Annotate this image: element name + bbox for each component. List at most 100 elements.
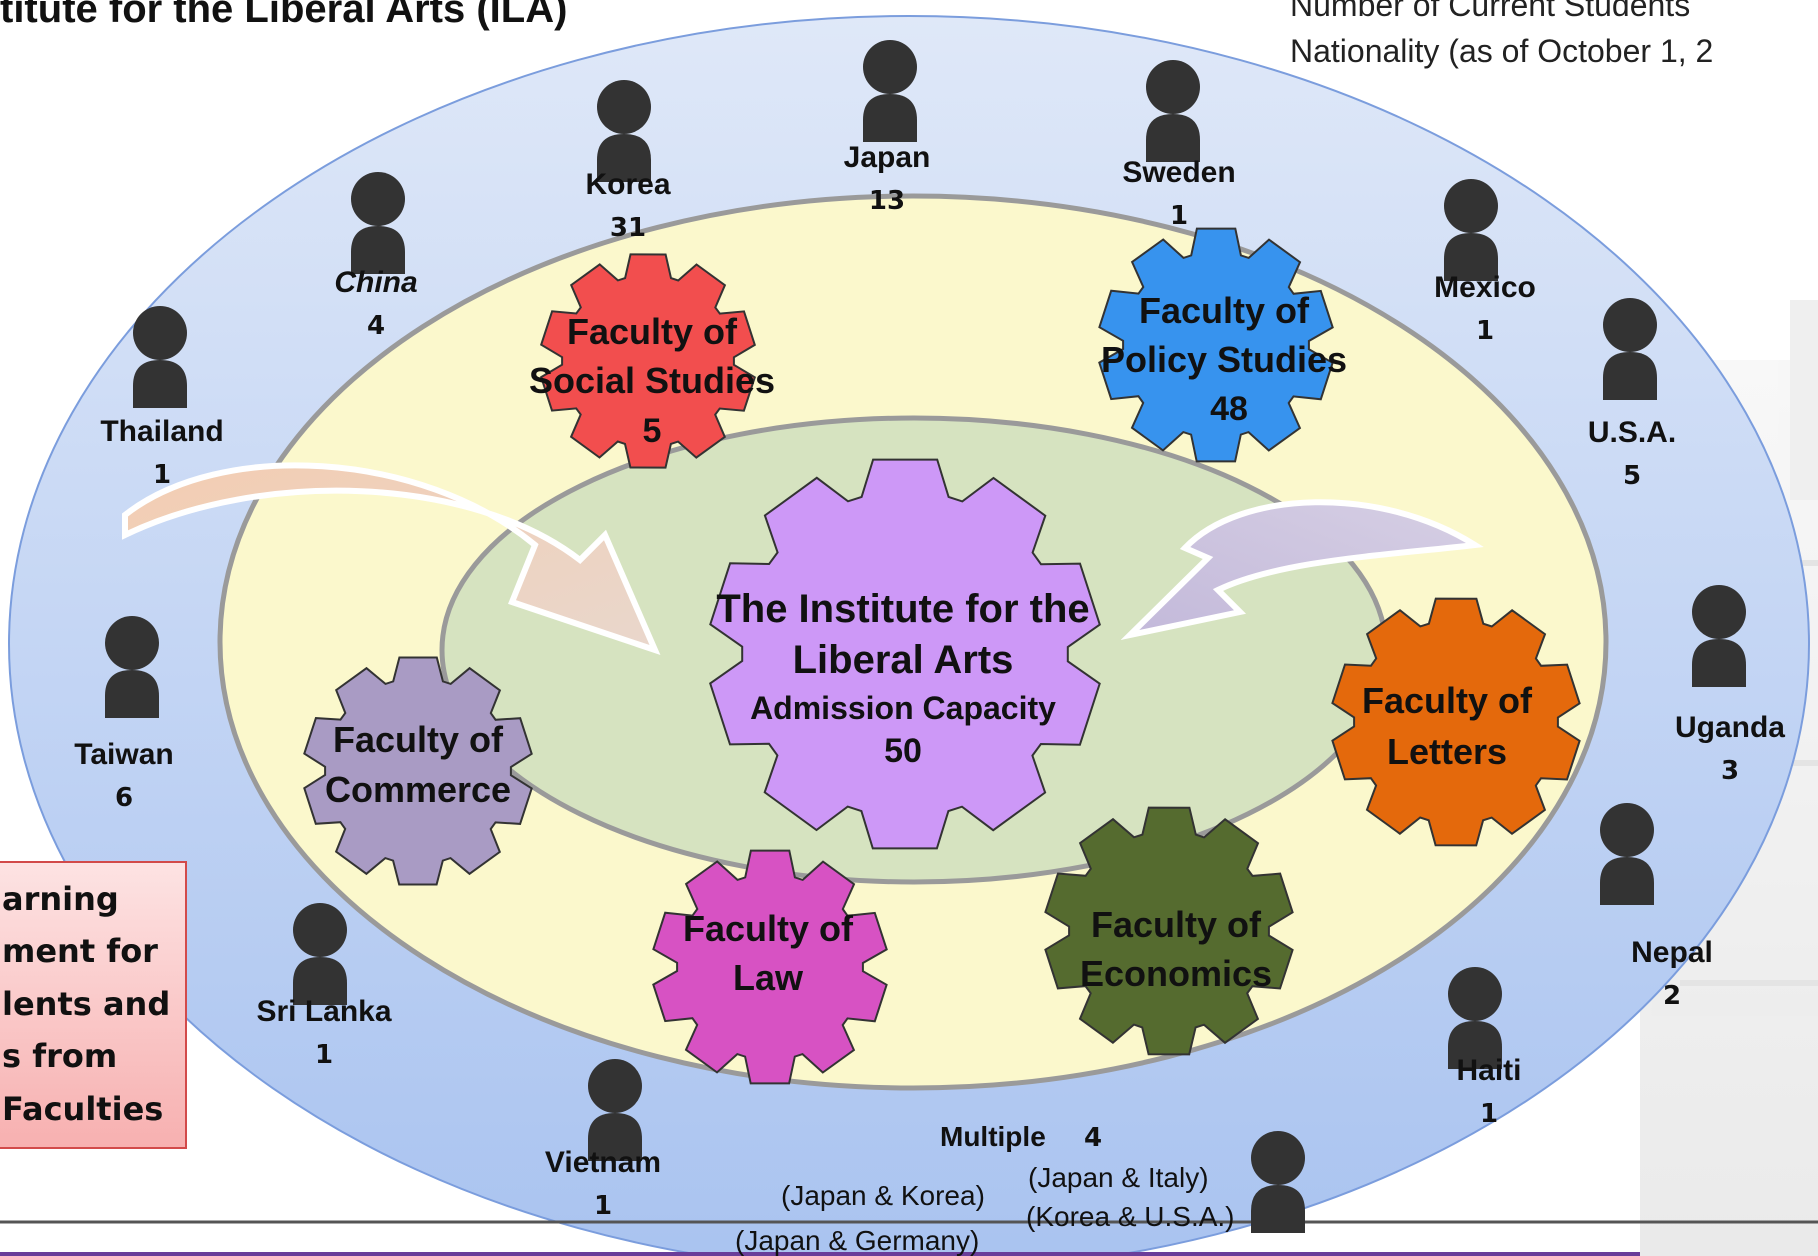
faculty-label-line1: Faculty of [1362, 680, 1533, 721]
arrow-right [1120, 499, 1484, 641]
country-name: Sweden [1122, 156, 1235, 189]
faculty-label-line1: Faculty of [567, 311, 738, 352]
faculty-label-line1: Faculty of [333, 719, 504, 760]
callout-line: arning [2, 880, 119, 918]
gear-policy-studies [1098, 227, 1334, 463]
faculty-label-line2: Economics [1080, 953, 1272, 994]
country-taiwan: Taiwan 6 [74, 738, 173, 813]
faculty-law-label: Faculty of Law [683, 908, 854, 998]
center-title-line1: The Institute for the [716, 587, 1089, 631]
country-count: 13 [869, 186, 905, 216]
country-sweden: Sweden 1 [1122, 156, 1235, 231]
country-thailand: Thailand 1 [100, 415, 223, 490]
country-count: 1 [1170, 201, 1188, 231]
country-sri-lanka: Sri Lanka 1 [256, 995, 391, 1070]
callout-line: lents and [2, 985, 170, 1023]
country-vietnam: Vietnam 1 [545, 1146, 661, 1221]
country-name: Sri Lanka [256, 995, 391, 1028]
country-count: 6 [115, 783, 133, 813]
person-icon [105, 616, 159, 718]
faculty-label-line2: Policy Studies [1101, 339, 1347, 380]
gear-economics [1044, 806, 1294, 1056]
faculty-commerce-label: Faculty of Commerce [325, 719, 511, 810]
faculty-label-line2: Commerce [325, 769, 511, 810]
gear-law [652, 849, 888, 1085]
person-icon [1448, 967, 1502, 1069]
country-name: Nepal [1631, 936, 1713, 969]
country-count: 1 [1480, 1099, 1498, 1129]
faculty-count: 5 [643, 412, 662, 450]
faculty-label-line2: Letters [1387, 731, 1507, 772]
country-count: 1 [153, 460, 171, 490]
country-count: 5 [1623, 461, 1641, 491]
country-name: Haiti [1456, 1054, 1521, 1087]
person-icon [1600, 803, 1654, 905]
admission-capacity-label: Admission Capacity [750, 690, 1056, 726]
person-icon [1692, 585, 1746, 687]
faculty-label-line1: Faculty of [683, 908, 854, 949]
multiple-nationality: Multiple 4 (Japan & Korea) (Japan & Ital… [735, 1121, 1235, 1256]
multiple-count: 4 [1084, 1123, 1102, 1153]
faculty-label-line1: Faculty of [1091, 904, 1262, 945]
subtitle-line1: Number of Current Students [1290, 0, 1690, 23]
person-icon [351, 172, 405, 274]
person-icon [1251, 1131, 1305, 1233]
callout-line: s from [2, 1037, 117, 1075]
country-name: Taiwan [74, 738, 173, 771]
faculty-policy-studies-label: Faculty of Policy Studies 48 [1101, 290, 1347, 428]
page-title: titute for the Liberal Arts (ILA) [0, 0, 567, 31]
multiple-pair: (Japan & Italy) [1028, 1162, 1209, 1193]
country-name: Japan [844, 141, 931, 174]
country-nepal: Nepal 2 [1631, 936, 1713, 1011]
center-label: The Institute for the Liberal Arts Admis… [716, 587, 1089, 770]
country-name: Vietnam [545, 1146, 661, 1179]
country-count: 2 [1663, 981, 1681, 1011]
person-icon [1146, 60, 1200, 162]
multiple-pair: (Japan & Korea) [781, 1180, 985, 1211]
gear-social-studies [540, 253, 756, 469]
person-icon [597, 80, 651, 182]
country-name: Thailand [100, 415, 223, 448]
country-korea: Korea 31 [585, 168, 670, 243]
country-count: 1 [1476, 316, 1494, 346]
faculty-social-studies-label: Faculty of Social Studies 5 [529, 311, 775, 450]
callout-line: Faculties [2, 1090, 163, 1128]
faculty-label-line1: Faculty of [1139, 290, 1310, 331]
country-count: 4 [367, 311, 385, 341]
center-title-line2: Liberal Arts [793, 638, 1014, 682]
callout-box: arning ment for lents and s from Faculti… [0, 861, 187, 1149]
country-japan: Japan 13 [844, 141, 931, 216]
country-count: 1 [315, 1040, 333, 1070]
country-name: Uganda [1675, 711, 1785, 744]
country-china: China 4 [334, 266, 417, 341]
gear-letters [1331, 597, 1581, 847]
person-icon [1444, 179, 1498, 281]
country-name: Korea [585, 168, 670, 201]
person-icon [863, 40, 917, 142]
country-usa: U.S.A. 5 [1588, 416, 1676, 491]
faculty-letters-label: Faculty of Letters [1362, 680, 1533, 772]
country-count: 3 [1721, 756, 1739, 786]
country-count: 31 [610, 213, 646, 243]
faculty-label-line2: Social Studies [529, 360, 775, 401]
subtitle-line2: Nationality (as of October 1, 2 [1290, 33, 1713, 69]
multiple-label: Multiple [940, 1121, 1046, 1152]
country-haiti: Haiti 1 [1456, 1054, 1521, 1129]
person-icon [588, 1059, 642, 1161]
person-icon [133, 306, 187, 408]
gear-commerce [303, 656, 533, 886]
country-mexico: Mexico 1 [1434, 271, 1536, 346]
country-name: China [334, 266, 417, 299]
multiple-pair: (Korea & U.S.A.) [1026, 1201, 1235, 1232]
faculty-label-line2: Law [733, 957, 804, 998]
multiple-pair: (Japan & Germany) [735, 1225, 979, 1256]
callout-line: ment for [2, 932, 158, 970]
country-count: 1 [594, 1191, 612, 1221]
faculty-count: 48 [1210, 390, 1248, 428]
country-uganda: Uganda 3 [1675, 711, 1785, 786]
country-name: Mexico [1434, 271, 1536, 304]
person-icon [293, 903, 347, 1005]
faculty-economics-label: Faculty of Economics [1080, 904, 1272, 994]
person-icon [1603, 298, 1657, 400]
